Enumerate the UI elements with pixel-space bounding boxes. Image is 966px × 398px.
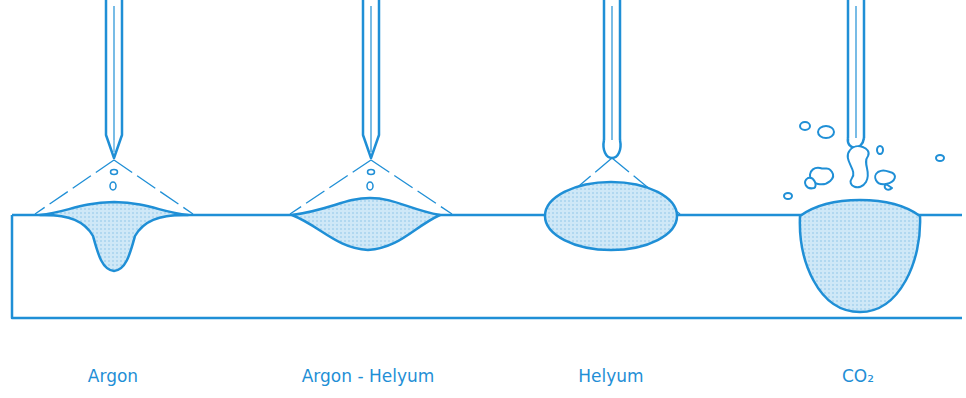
droplet — [368, 170, 375, 175]
weld-bead — [545, 182, 677, 250]
weld-bead — [800, 200, 920, 312]
droplet — [111, 170, 118, 175]
weld-bead — [40, 202, 188, 271]
droplet — [367, 182, 373, 190]
gas-label: Helyum — [578, 366, 643, 386]
gas-label: Argon - Helyum — [302, 366, 435, 386]
electrode — [603, 0, 620, 158]
spatter — [784, 122, 944, 199]
electrode — [363, 0, 379, 158]
gas-label: Argon — [88, 366, 138, 386]
weld-bead — [292, 198, 440, 250]
droplet — [110, 182, 116, 190]
electrode — [848, 0, 864, 148]
electrode — [106, 0, 122, 158]
gas-label: CO₂ — [842, 366, 874, 386]
